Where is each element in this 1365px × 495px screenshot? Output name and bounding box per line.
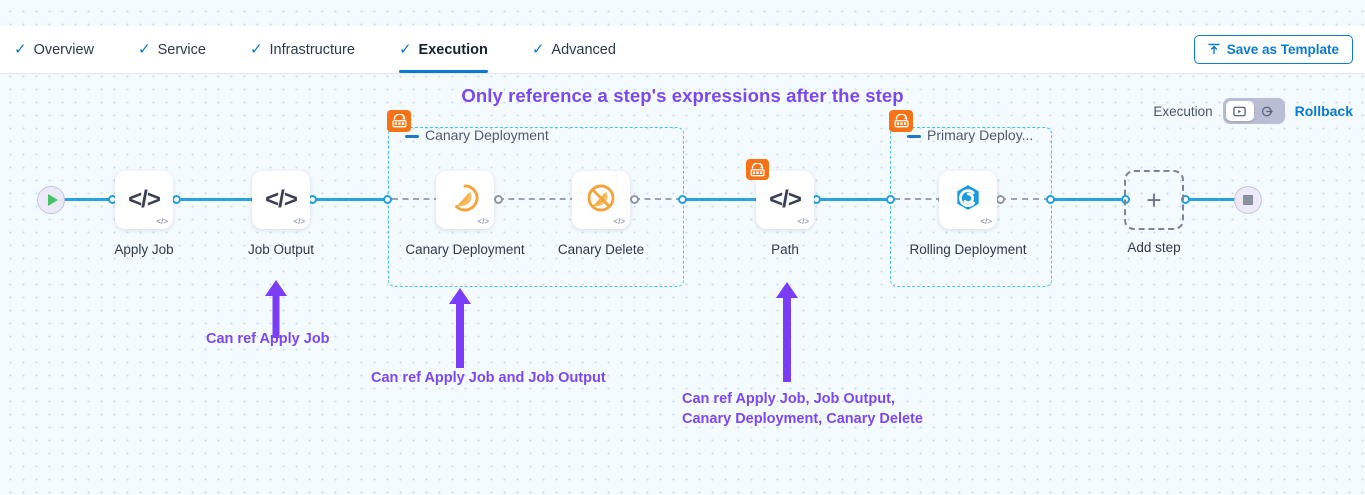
rolling-deployment-icon [953,183,983,218]
annotation-apply-job: Can ref Apply Job [206,331,330,347]
tab-list: ✓ Overview ✓ Service ✓ Infrastructure ✓ … [14,26,660,73]
step-label-canary-delete: Canary Delete [557,242,645,257]
canary-bird-icon [450,183,480,218]
code-step-icon: </> [769,186,802,213]
port[interactable] [172,195,181,204]
save-as-template-button[interactable]: Save as Template [1193,35,1353,64]
edge-rolling-groupend [1000,198,1050,200]
port[interactable] [383,195,392,204]
edge-start-applyjob [64,198,119,201]
port[interactable] [996,195,1005,204]
tab-label: Service [157,41,206,58]
step-label-rolling-deployment: Rolling Deployment [909,242,1027,257]
step-node-apply-job[interactable]: </> </> [115,171,173,229]
step-node-canary-delete[interactable]: </> [572,171,630,229]
step-label-job-output: Job Output [247,242,315,257]
mode-segmented-control[interactable] [1222,98,1285,124]
step-group-icon [889,110,913,132]
code-indicator-icon: </> [293,217,305,226]
edge-addstep-end [1185,198,1240,201]
collapse-group-dash[interactable] [907,135,921,138]
tab-execution[interactable]: ✓ Execution [398,26,508,73]
collapse-group-dash[interactable] [405,135,419,138]
edge-group-canarydeploy [392,198,440,200]
step-node-rolling-deployment[interactable]: </> [939,171,997,229]
annotation-arrow-canary-deployment [448,288,472,368]
play-icon [47,194,58,206]
tab-label: Execution [418,41,488,58]
rollback-icon[interactable] [1254,101,1282,121]
execution-label: Execution [1153,103,1213,119]
tab-label: Infrastructure [269,41,355,58]
upload-template-icon [1207,43,1220,57]
edge-primarygroup-rolling [894,198,942,200]
tab-label: Overview [33,41,95,58]
edge-canarydelete-groupend [634,198,682,200]
tab-overview[interactable]: ✓ Overview [14,26,114,73]
code-step-icon: </> [128,186,161,213]
step-node-job-output[interactable]: </> </> [252,171,310,229]
save-as-template-label: Save as Template [1226,42,1339,57]
check-icon: ✓ [249,41,263,58]
check-icon: ✓ [398,41,412,58]
step-node-canary-deployment[interactable]: </> [436,171,494,229]
port[interactable] [886,195,895,204]
port[interactable] [1046,195,1055,204]
tab-advanced[interactable]: ✓ Advanced [532,26,636,73]
group-label: Canary Deployment [425,127,549,143]
port[interactable] [494,195,503,204]
tab-infrastructure[interactable]: ✓ Infrastructure [250,26,375,73]
code-indicator-icon: </> [797,217,809,226]
check-icon: ✓ [138,41,151,58]
code-indicator-icon: </> [613,217,625,226]
canary-delete-icon [586,183,616,218]
edge-joboutput-group [312,198,392,201]
end-node[interactable] [1234,186,1262,214]
start-node[interactable] [37,186,65,214]
check-icon: ✓ [531,41,545,58]
step-label-canary-deployment: Canary Deployment [405,242,525,257]
code-indicator-icon: </> [477,217,489,226]
step-node-path[interactable]: </> </> [746,159,814,229]
code-indicator-icon: </> [980,217,992,226]
edge-primarygroup-addstep [1050,198,1125,201]
group-canary-deployment[interactable]: Canary Deployment [387,110,684,287]
rollback-link[interactable]: Rollback [1294,103,1353,119]
group-label: Primary Deploy... [927,127,1034,143]
plus-icon: + [1146,185,1162,215]
annotation-path: Can ref Apply Job, Job Output, Canary De… [682,391,923,427]
tab-label: Advanced [551,41,616,58]
edge-applyjob-joboutput [176,198,256,201]
annotation-arrow-apply-job [265,280,287,338]
add-step-button[interactable]: + [1124,170,1184,230]
port[interactable] [678,195,687,204]
port[interactable] [630,195,639,204]
add-step-label: Add step [1127,240,1181,255]
edge-group-path [682,198,760,201]
annotation-canary-deployment: Can ref Apply Job and Job Output [371,370,606,386]
page-headline: Only reference a step's expressions afte… [461,85,904,106]
check-icon: ✓ [14,41,27,58]
step-label-apply-job: Apply Job [114,242,174,257]
step-group-icon [387,110,411,132]
step-group-icon [746,159,769,180]
tab-active-underline [398,70,488,73]
edge-canarydeploy-canarydelete [498,198,576,200]
tab-service[interactable]: ✓ Service [138,26,226,73]
code-indicator-icon: </> [156,217,168,226]
step-label-path: Path [771,242,799,257]
execution-icon[interactable] [1225,101,1254,121]
annotation-arrow-path [775,282,799,382]
stop-icon [1243,195,1253,205]
execution-rollback-switch: Execution Rollback [1153,98,1353,124]
edge-path-primarygroup [816,198,894,201]
code-step-icon: </> [265,186,298,213]
pipeline-tab-bar: ✓ Overview ✓ Service ✓ Infrastructure ✓ … [0,26,1365,74]
